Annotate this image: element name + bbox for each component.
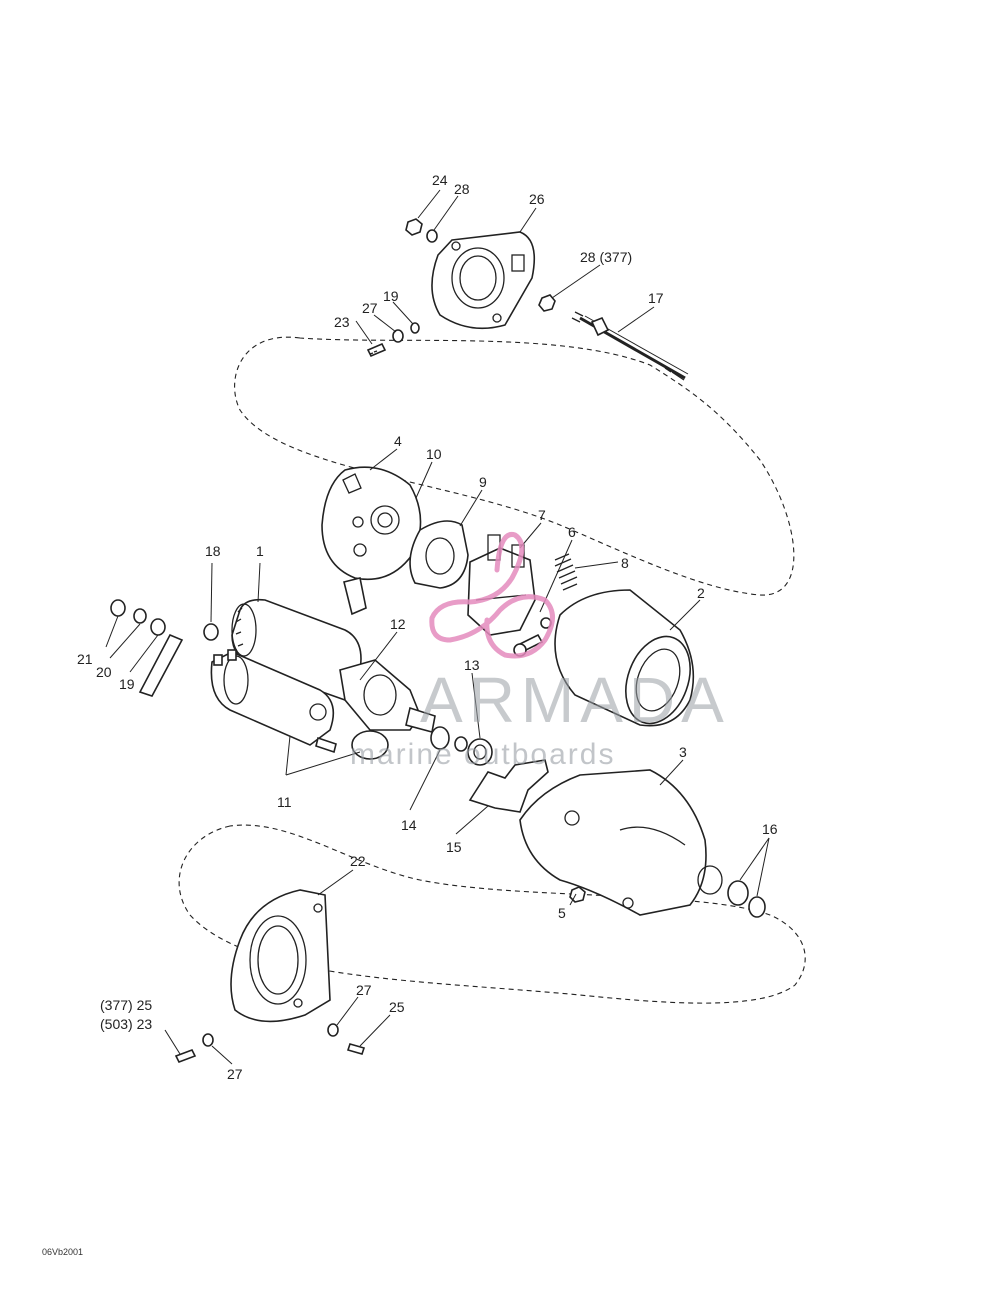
upper-assembly-outline bbox=[234, 336, 795, 596]
watermark-tagline: marine outboards bbox=[350, 738, 615, 771]
screw-23-upper bbox=[366, 342, 387, 358]
washer-28-377 bbox=[538, 294, 556, 312]
drive-assembly bbox=[339, 659, 436, 760]
callout-10: 10 bbox=[426, 446, 442, 462]
callout-20: 20 bbox=[96, 664, 112, 680]
callout-14: 14 bbox=[401, 817, 417, 833]
washer-27-upper bbox=[392, 329, 404, 343]
terminal-cable bbox=[138, 633, 184, 697]
callout-9: 9 bbox=[479, 474, 487, 490]
callout-377-25: (377) 25 bbox=[100, 997, 152, 1013]
brush-plate bbox=[409, 520, 469, 589]
callout-503-23: (503) 23 bbox=[100, 1016, 152, 1032]
callout-22: 22 bbox=[350, 853, 366, 869]
bushing-13 bbox=[467, 738, 493, 766]
callout-27-upper: 27 bbox=[362, 300, 378, 316]
callout-4: 4 bbox=[394, 433, 402, 449]
bushing-16a bbox=[727, 880, 749, 906]
screw-25-lower bbox=[174, 1048, 197, 1064]
callout-1: 1 bbox=[256, 543, 264, 559]
callout-13: 13 bbox=[464, 657, 480, 673]
washer-20 bbox=[133, 608, 147, 624]
retaining-ring bbox=[454, 736, 468, 752]
diagram-code: 06Vb2001 bbox=[42, 1247, 83, 1257]
callout-15: 15 bbox=[446, 839, 462, 855]
end-cover bbox=[321, 466, 422, 581]
nut-21 bbox=[110, 599, 126, 617]
lower-assembly-outline bbox=[178, 824, 806, 1004]
callout-2: 2 bbox=[697, 585, 705, 601]
washer-27-lower-right bbox=[327, 1023, 339, 1037]
callout-19-left: 19 bbox=[119, 676, 135, 692]
washer-27-lower-left bbox=[202, 1033, 214, 1047]
yoke-housing bbox=[554, 589, 695, 727]
callout-27-lower-right: 27 bbox=[356, 982, 372, 998]
callout-18: 18 bbox=[205, 543, 221, 559]
callout-23-upper: 23 bbox=[334, 314, 350, 330]
callout-17: 17 bbox=[648, 290, 664, 306]
callout-16: 16 bbox=[762, 821, 778, 837]
callout-27-lower-left: 27 bbox=[227, 1066, 243, 1082]
upper-mount-bracket bbox=[431, 231, 536, 330]
callout-7: 7 bbox=[538, 507, 546, 523]
callout-25: 25 bbox=[389, 999, 405, 1015]
watermark-logo-mark bbox=[429, 531, 555, 659]
callout-6: 6 bbox=[568, 524, 576, 540]
callout-3: 3 bbox=[679, 744, 687, 760]
callout-5: 5 bbox=[558, 905, 566, 921]
leader-lines bbox=[105, 189, 770, 1065]
washer-19-upper bbox=[410, 322, 420, 334]
solenoid bbox=[210, 649, 337, 754]
callout-12: 12 bbox=[390, 616, 406, 632]
thrust-washer bbox=[430, 726, 450, 750]
lower-mount-bracket bbox=[230, 889, 331, 1023]
bushing-16b bbox=[748, 896, 766, 918]
washer-19-left bbox=[150, 618, 166, 636]
callout-11: 11 bbox=[277, 794, 292, 810]
callout-24: 24 bbox=[432, 172, 448, 188]
nut-5 bbox=[569, 886, 586, 903]
callout-8: 8 bbox=[621, 555, 629, 571]
callout-26: 26 bbox=[529, 191, 545, 207]
watermark-brand: ARMADA bbox=[420, 664, 730, 736]
shift-lever bbox=[468, 759, 549, 813]
callout-28: 28 bbox=[454, 181, 470, 197]
stud-bolt bbox=[571, 311, 689, 381]
nut-24 bbox=[405, 218, 423, 236]
nut-18 bbox=[203, 623, 219, 641]
drive-end-housing bbox=[519, 769, 723, 916]
washer-28-upper bbox=[426, 229, 438, 243]
brush-spring bbox=[554, 553, 578, 591]
callout-19-upper: 19 bbox=[383, 288, 399, 304]
cover-plug bbox=[343, 577, 367, 616]
screw-25-right bbox=[346, 1043, 366, 1055]
callout-28-377: 28 (377) bbox=[580, 249, 632, 265]
callout-21: 21 bbox=[77, 651, 93, 667]
